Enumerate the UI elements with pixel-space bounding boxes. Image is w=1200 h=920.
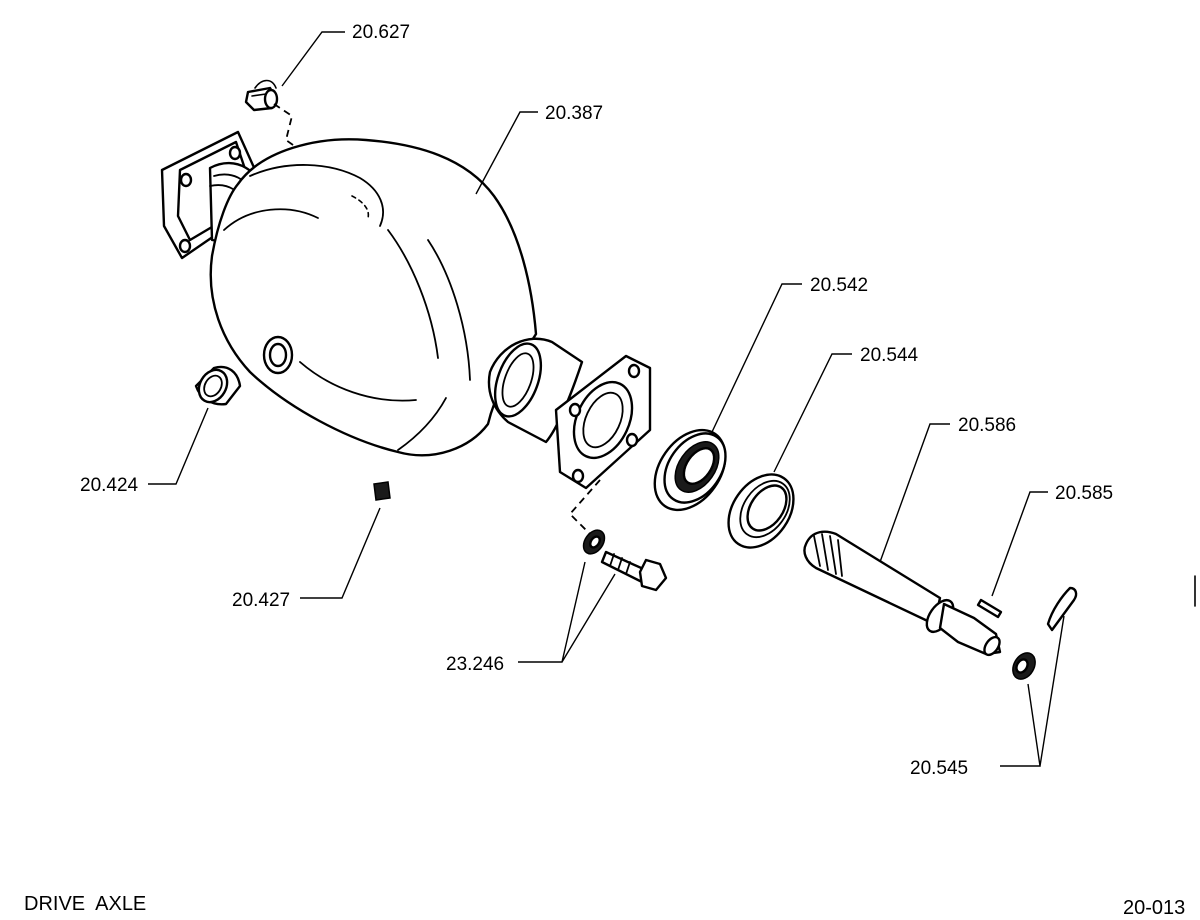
callout-20-545: 20.545	[910, 758, 968, 779]
leader-20-545	[1000, 615, 1065, 767]
castle-nut-part	[1012, 652, 1036, 680]
callout-20-585: 20.585	[1055, 483, 1113, 504]
bolt-part	[600, 550, 668, 592]
bearing-part	[653, 428, 727, 512]
right-mounting-flange	[487, 337, 652, 490]
leader-20-585	[991, 491, 1048, 597]
callout-20-427: 20.427	[232, 590, 290, 611]
bolt-dash-line	[568, 479, 601, 535]
drain-plug-part	[373, 481, 391, 501]
callout-20-627: 20.627	[352, 22, 410, 43]
callout-20-544: 20.544	[860, 345, 919, 366]
leader-23-246	[518, 561, 616, 663]
callout-20-586: 20.586	[958, 415, 1016, 436]
breather-valve-part	[244, 79, 279, 112]
leader-20-424	[148, 407, 209, 485]
leader-20-586	[879, 423, 950, 563]
leader-20-627	[281, 31, 345, 87]
breather-dash-line	[273, 103, 301, 151]
diagram-title: DRIVE AXLE	[24, 893, 146, 915]
leader-20-542	[711, 283, 802, 433]
leader-20-387	[475, 111, 538, 195]
callout-20-424: 20.424	[80, 475, 139, 496]
leader-20-544	[773, 353, 852, 473]
pin-part	[976, 598, 1003, 619]
cotter-pin-part	[1046, 586, 1078, 632]
callout-20-387: 20.387	[545, 103, 603, 124]
axle-housing	[209, 138, 538, 457]
filler-plug-part	[194, 365, 242, 406]
washer-part	[582, 529, 606, 555]
drive-shaft-part	[803, 530, 1002, 657]
callout-20-542: 20.542	[810, 275, 868, 296]
page-code: 20-013	[1123, 897, 1185, 919]
callout-23-246: 23.246	[446, 654, 504, 675]
leader-20-427	[300, 507, 381, 599]
seal-ring-part	[727, 473, 795, 549]
